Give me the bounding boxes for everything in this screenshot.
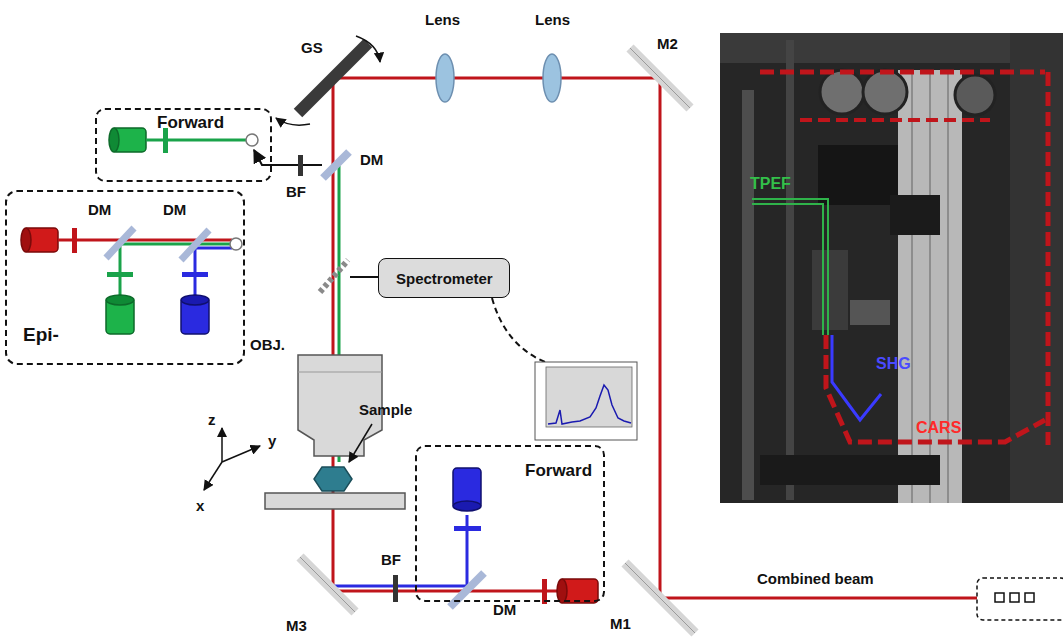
component-label: GS [301, 40, 323, 57]
detector-group: Forward [415, 445, 605, 602]
detector-group: Forward [95, 108, 272, 182]
component-label: x [196, 498, 204, 515]
node-label: Forward [525, 461, 592, 481]
node-label: Epi- [23, 324, 59, 346]
component-label: OBJ. [250, 337, 285, 354]
component-label: M1 [610, 616, 631, 633]
component-label: Combined beam [757, 571, 874, 588]
component-label: DM [163, 202, 186, 219]
node-label: Spectrometer [396, 270, 493, 287]
component-label: DM [88, 202, 111, 219]
component-label: TPEF [750, 175, 791, 193]
component-label: Lens [535, 12, 570, 29]
detector-group: Epi- [5, 190, 245, 365]
component-label: SHG [876, 355, 911, 373]
component-label: Sample [359, 402, 412, 419]
component-label: BF [286, 184, 306, 201]
component-label: DM [360, 152, 383, 169]
component-label: BF [381, 552, 401, 569]
component-label: M3 [286, 618, 307, 635]
component-label: M2 [657, 36, 678, 53]
component-label: CARS [916, 419, 961, 437]
component-label: z [208, 412, 216, 429]
component-label: Lens [425, 12, 460, 29]
spectrometer-box: Spectrometer [378, 258, 510, 298]
node-label: Forward [157, 113, 224, 133]
component-label: y [268, 433, 276, 450]
component-label: DM [493, 602, 516, 619]
